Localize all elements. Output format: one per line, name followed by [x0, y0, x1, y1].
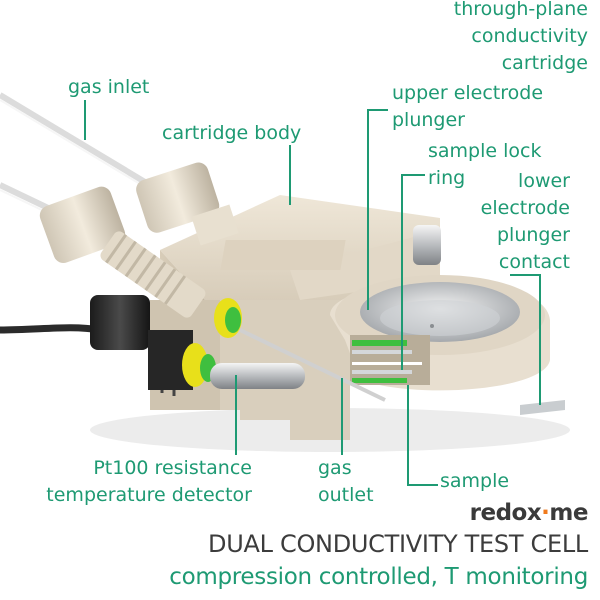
label-through-plane: through-plane conductivity cartridge: [453, 0, 588, 74]
brand-logo: redox·me: [469, 500, 589, 526]
sensor-cable: [0, 324, 101, 334]
label-pt100: Pt100 resistance temperature detector: [46, 457, 252, 506]
page-subtitle: compression controlled, T monitoring: [169, 564, 588, 590]
label-cartridge-body: cartridge body: [162, 122, 302, 144]
label-upper-electrode: upper electrode plunger: [392, 82, 544, 131]
sample-layers: [350, 335, 430, 385]
label-lower-electrode: lower electrode plunger contact: [480, 170, 570, 273]
leader-lines: [84, 100, 541, 486]
label-gas-outlet: gas outlet: [318, 457, 374, 506]
gas-outlet-tube: [239, 328, 386, 402]
gas-inlet-fittings: [39, 162, 242, 338]
label-sample: sample: [440, 470, 510, 492]
label-sample-lock: sample lock ring: [428, 140, 542, 189]
page-title: DUAL CONDUCTIVITY TEST CELL: [208, 530, 588, 558]
pt100-rod: [210, 363, 305, 389]
lower-contact-tab: [520, 400, 565, 415]
label-gas-inlet: gas inlet: [68, 76, 150, 98]
upper-plunger-shape: [413, 225, 441, 265]
sensor-fitting: [90, 295, 216, 396]
